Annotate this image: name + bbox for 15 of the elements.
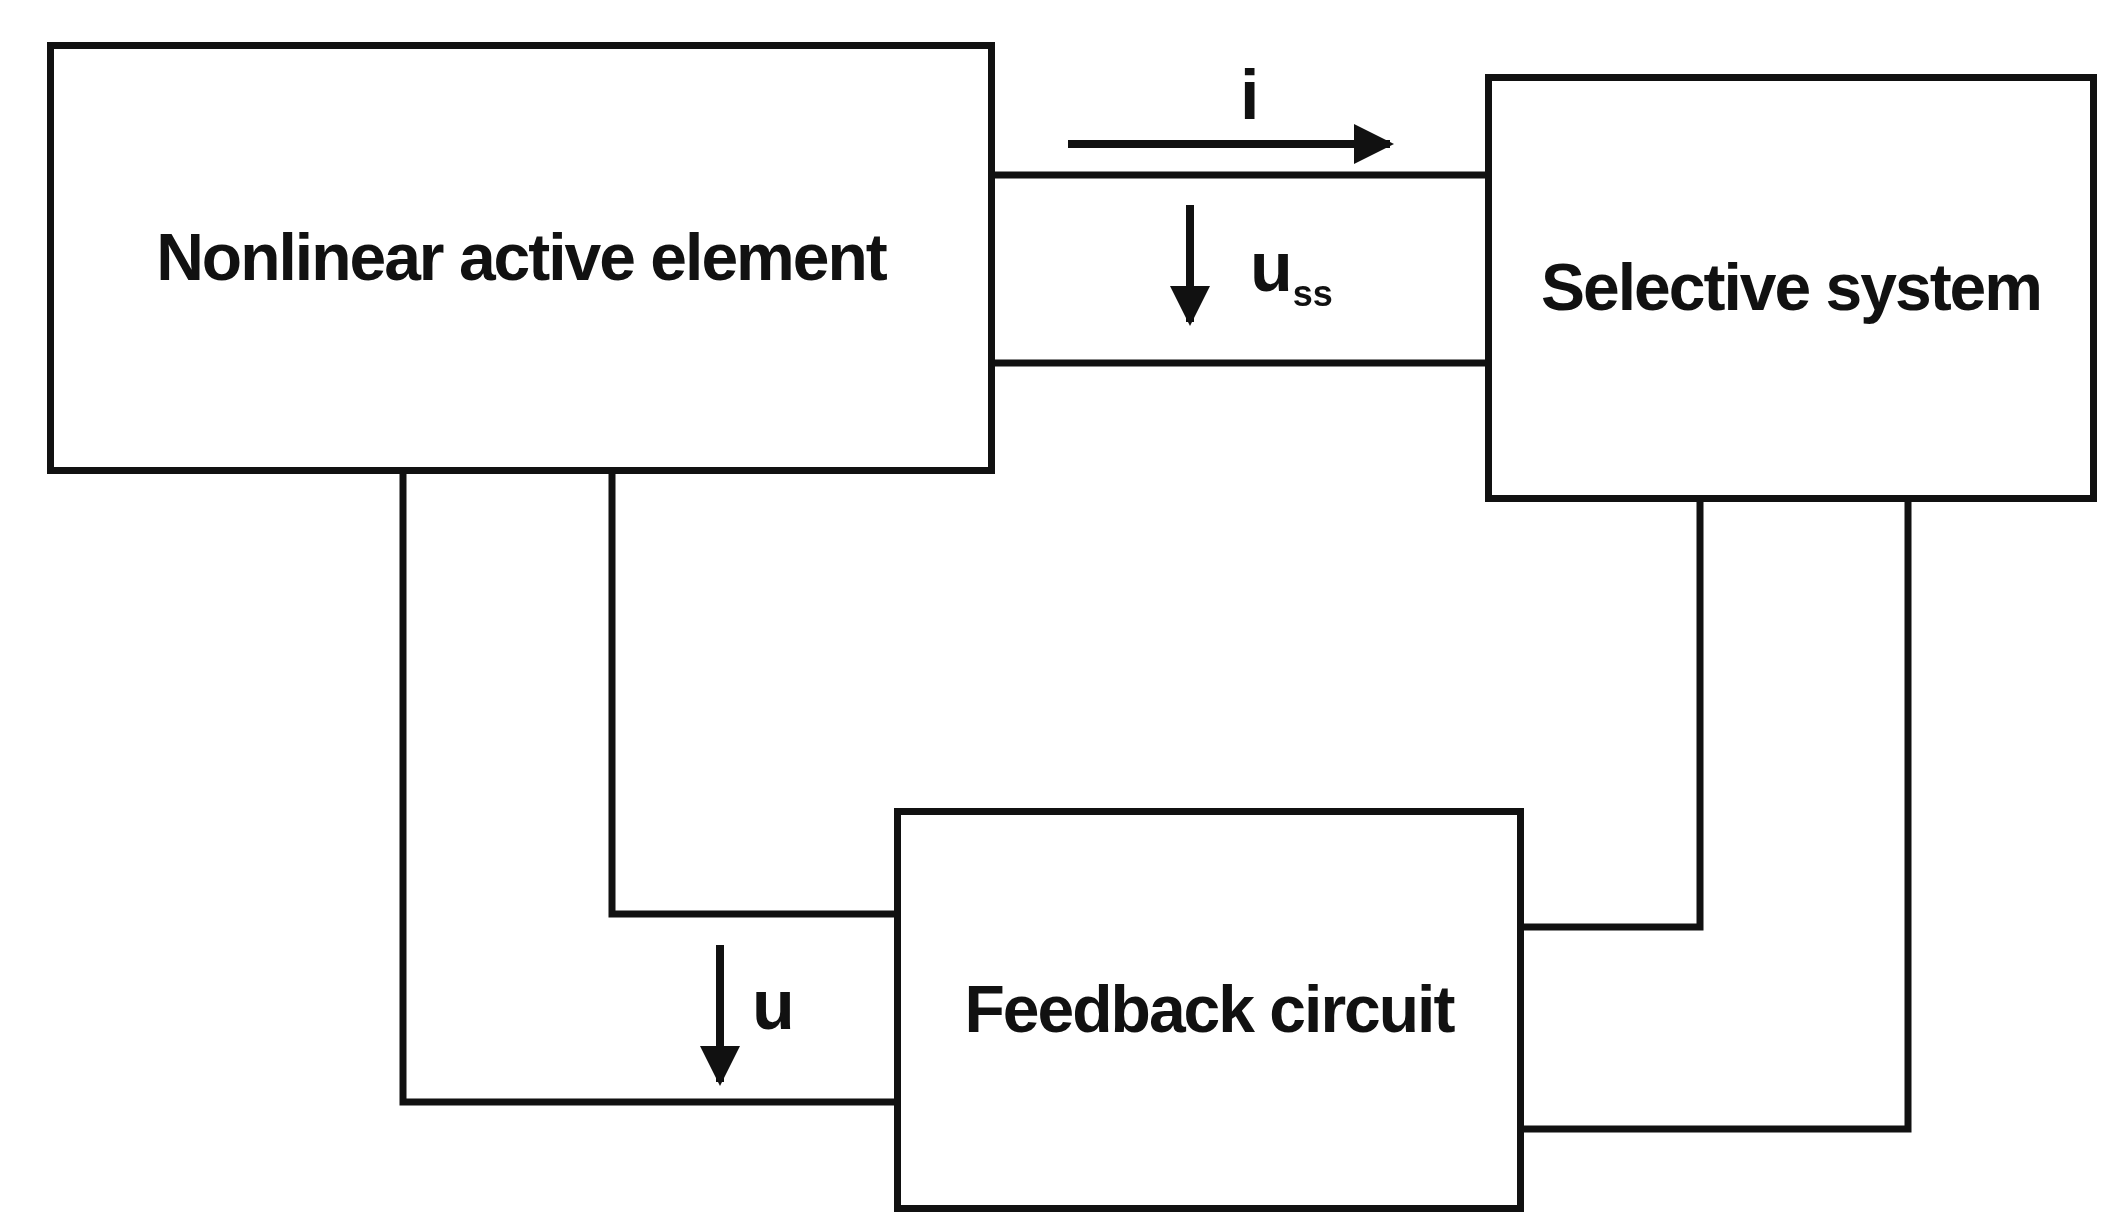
signal-label: u$_{ss}$ [1250,232,1333,312]
connector-line [1524,502,1912,1133]
signal-label: i [1240,60,1260,130]
signal-label: u [752,970,795,1040]
node-label: Nonlinear active element [156,223,886,293]
node-label: Selective system [1541,253,2041,323]
process-box [894,808,1524,1212]
node-label: Feedback circuit [964,975,1454,1045]
connector-line [399,474,894,1106]
connector-line [608,474,894,918]
process-box [47,42,995,474]
connector-line [995,359,1485,367]
connector-line [1524,502,1704,931]
process-box [1485,74,2097,502]
connector-line [995,171,1485,179]
